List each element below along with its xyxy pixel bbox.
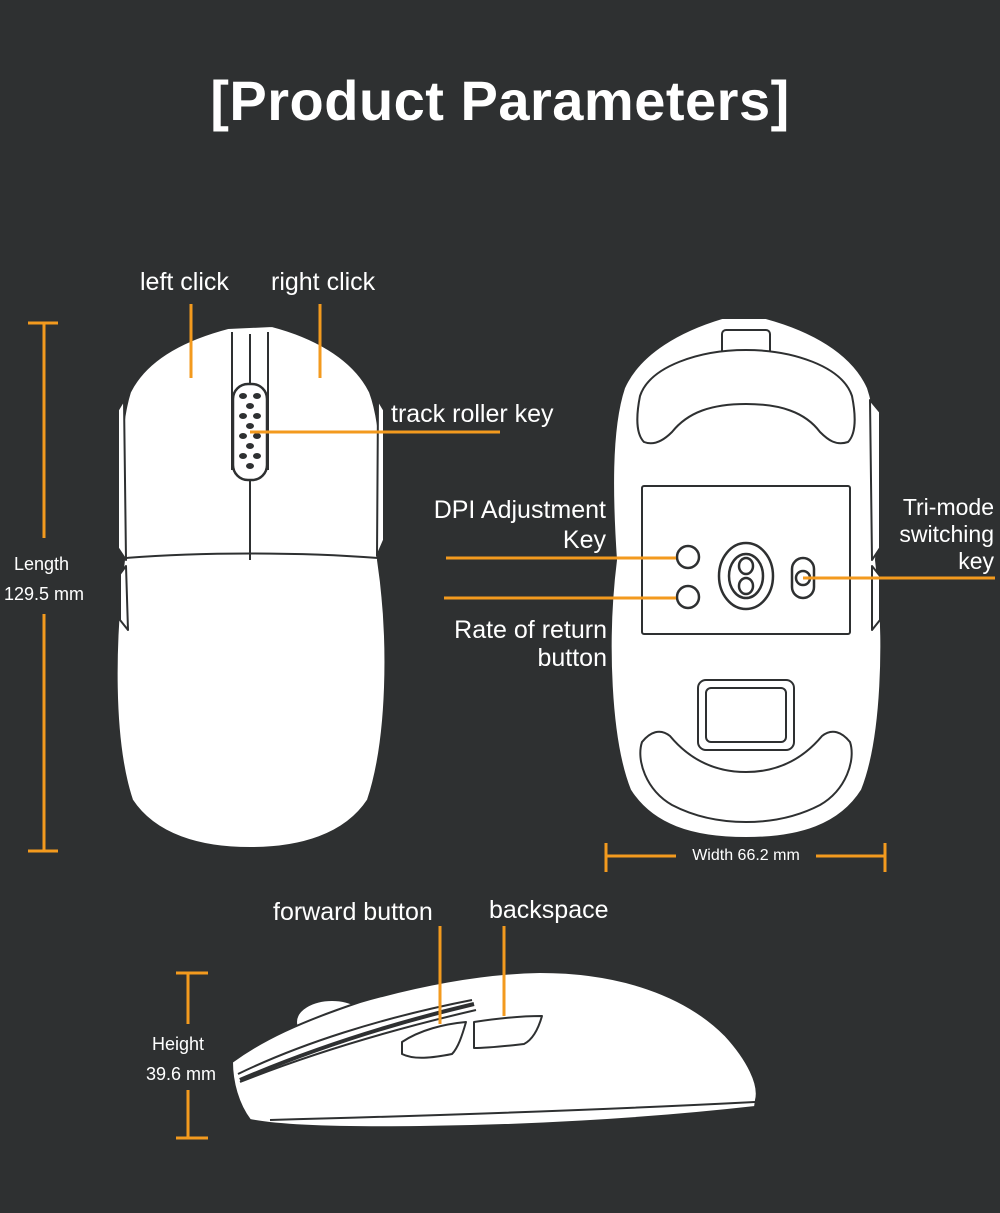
- sensor-and-buttons: [675, 541, 816, 611]
- side-view-mouse: [231, 971, 758, 1129]
- top-glide-pad: [636, 349, 856, 445]
- tri-mode-label-line3: key: [958, 548, 994, 574]
- wheel-dot: [253, 453, 261, 459]
- sensor-lens-bottom: [737, 576, 755, 596]
- sensor-lens-top: [737, 556, 755, 576]
- top-view-side-buttons-lower: [119, 565, 129, 631]
- top-view-side-buttons: [117, 399, 127, 561]
- side-seam-dark: [239, 1002, 475, 1082]
- height-label: Height: [152, 1034, 205, 1054]
- top-view-left-side: [376, 399, 385, 557]
- dpi-button: [675, 544, 701, 570]
- wheel-dot: [239, 393, 247, 399]
- backspace-label: backspace: [489, 896, 609, 924]
- wheel-dot: [246, 403, 254, 409]
- side-view-body: [231, 971, 758, 1129]
- rate-label-line2: button: [537, 644, 607, 672]
- bottom-view-side: [869, 399, 881, 561]
- wheel-dot: [239, 453, 247, 459]
- bottom-glide-pad: [639, 730, 853, 823]
- dpi-label-line2: Key: [562, 526, 606, 554]
- side-top-shell-seam-2: [239, 1009, 477, 1083]
- top-view-mouse: [115, 325, 387, 849]
- height-value: 39.6 mm: [146, 1064, 217, 1084]
- side-shell-seam-dark: [239, 1002, 475, 1082]
- wheel-dot: [246, 443, 254, 449]
- wheel-dot: [246, 463, 254, 469]
- forward-button-label: forward button: [273, 898, 433, 926]
- wheel-dot: [246, 423, 254, 429]
- side-base-seam: [269, 1101, 756, 1121]
- bottom-view-side-lower: [871, 565, 881, 631]
- callout-lines: [28, 304, 995, 1140]
- forward-side-button: [401, 1021, 467, 1059]
- left-click-label: left click: [140, 268, 229, 296]
- wheel-dot: [253, 413, 261, 419]
- sensor-mid: [727, 552, 765, 600]
- scroll-wheel-texture: [239, 393, 261, 469]
- page-title: [Product Parameters]: [210, 69, 790, 132]
- back-side-button: [473, 1015, 543, 1049]
- wheel-dot: [253, 433, 261, 439]
- wheel-dot: [239, 413, 247, 419]
- tri-mode-label-line2: switching: [899, 521, 994, 547]
- dpi-label-line1: DPI Adjustment: [433, 496, 606, 524]
- rate-label-line1: Rate of return: [454, 616, 607, 644]
- bottom-switch-inner: [705, 687, 787, 743]
- track-roller-label: track roller key: [391, 400, 554, 428]
- length-value: 129.5 mm: [4, 584, 85, 604]
- side-top-shell-seam: [237, 999, 473, 1075]
- tri-mode-label-line1: Tri-mode: [902, 494, 994, 520]
- right-click-label: right click: [271, 268, 376, 296]
- wheel-dot: [253, 393, 261, 399]
- wheel-dot: [239, 433, 247, 439]
- report-rate-button: [675, 584, 701, 610]
- width-label: Width 66.2 mm: [692, 847, 800, 864]
- length-label: Length: [14, 554, 70, 574]
